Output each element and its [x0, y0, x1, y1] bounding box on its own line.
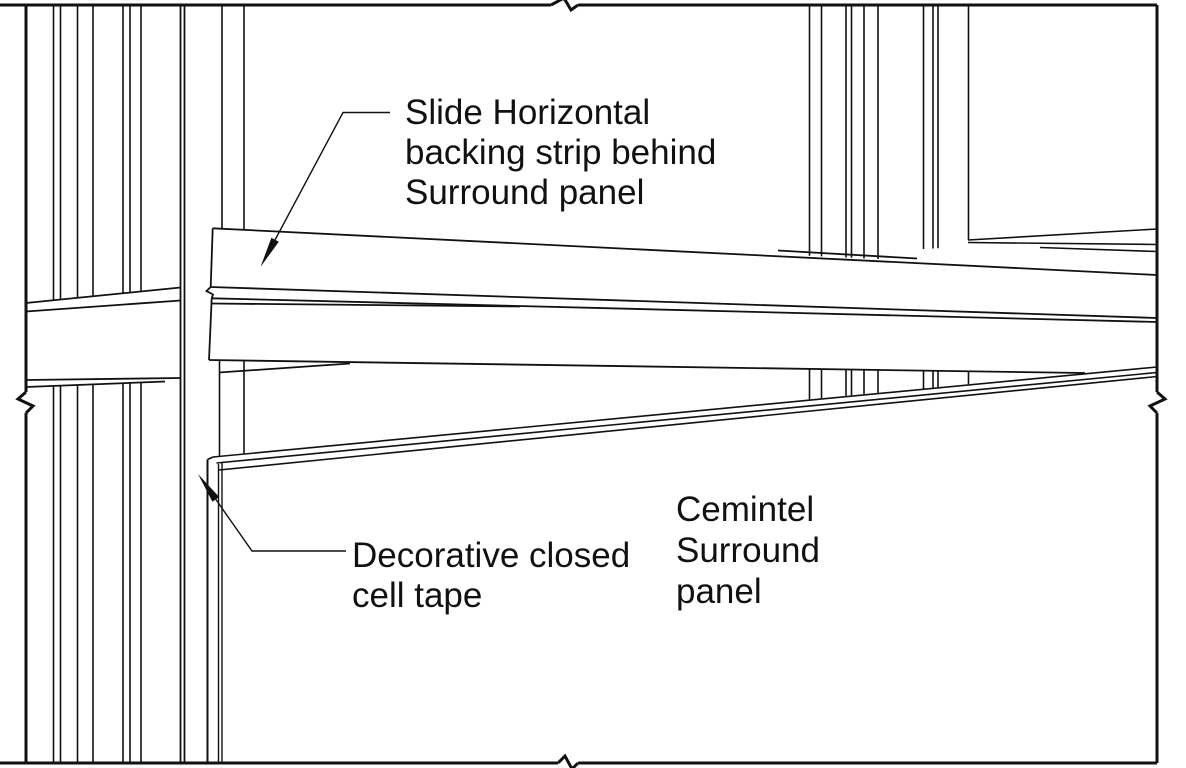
rail-edge: [25, 377, 181, 381]
leader-line: [274, 111, 390, 241]
label-line: Decorative closed: [352, 536, 630, 575]
label-line: cell tape: [352, 576, 482, 615]
strip-top-inner-edge: [211, 302, 521, 308]
break-mark-bottom: [556, 753, 580, 768]
label-line: panel: [676, 572, 762, 611]
rail-edge: [25, 380, 166, 388]
right-framing-studs-upper: [808, 5, 970, 259]
sliver-edge: [777, 249, 918, 260]
surround-strip: [208, 297, 1158, 374]
tape-top-edge: [212, 366, 1158, 458]
strip-left-edge: [208, 298, 213, 361]
arrowhead: [260, 237, 279, 267]
backing-strip: [204, 227, 1158, 319]
tape-bottom-edge: [218, 375, 1158, 471]
strip-left-edge: [209, 228, 214, 288]
label-line: Surround panel: [405, 173, 644, 212]
strip-end-notch: [204, 286, 215, 299]
strip-top-edge: [211, 297, 1158, 323]
panel-left-edge: [206, 459, 223, 763]
tape-end-cap: [207, 456, 214, 461]
rail-edge: [25, 299, 181, 313]
left-horizontal-rail: [25, 286, 181, 388]
wedge-top-edge: [967, 228, 1158, 241]
label-backing-strip: Slide Horizontal backing strip behind Su…: [405, 93, 716, 212]
left-framing-studs-upper: [52, 5, 142, 300]
mid-framing-studs: [218, 5, 245, 456]
strip-bottom-edge: [208, 359, 1086, 374]
strip-bottom-edge: [210, 286, 1158, 319]
label-line: backing strip behind: [405, 133, 716, 172]
wedge-inner-edge: [1039, 246, 1158, 253]
left-framing-studs-lower: [52, 382, 142, 763]
break-mark-top: [550, 0, 579, 13]
label-line: Cemintel: [676, 490, 814, 529]
strip-bottom-sliver: [218, 362, 351, 374]
right-framing-studs-middle: [808, 368, 970, 400]
break-mark-left: [15, 390, 36, 415]
tape-mid-edge: [216, 371, 1158, 464]
wedge-bottom-edge: [967, 241, 1158, 246]
label-panel: Cemintel Surround panel: [676, 490, 820, 611]
label-line: Surround: [676, 531, 820, 570]
label-line: Slide Horizontal: [405, 93, 650, 132]
leader-backing-strip: [260, 111, 390, 267]
break-mark-right: [1147, 390, 1168, 415]
leader-line: [215, 498, 346, 552]
strip-top-edge: [212, 227, 1158, 276]
rail-edge: [25, 286, 181, 304]
full-height-stud-pair: [179, 5, 186, 763]
right-backing-strip-wedge: [967, 228, 1158, 253]
decorative-tape: [207, 366, 1158, 471]
leader-tape: [198, 474, 346, 552]
arrowhead: [198, 474, 220, 502]
label-tape: Decorative closed cell tape: [352, 536, 630, 615]
